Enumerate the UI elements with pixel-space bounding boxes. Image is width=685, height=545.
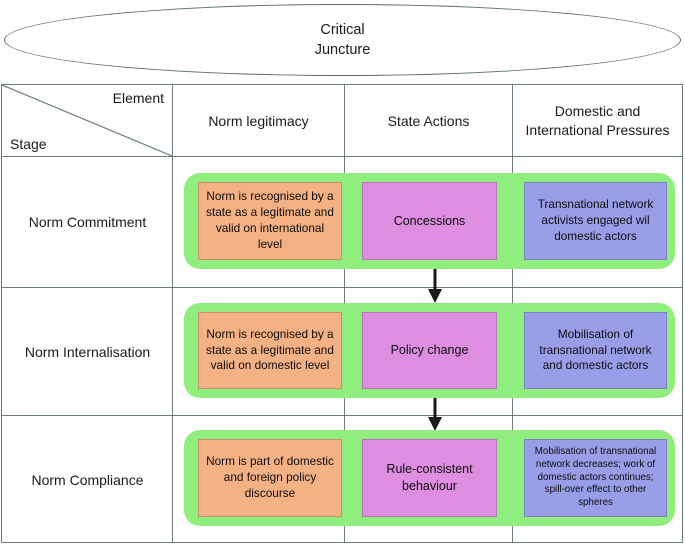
cell-norm-commitment-action: Concessions xyxy=(362,182,497,260)
cell-norm-compliance-legitimacy: Norm is part of domestic and foreign pol… xyxy=(198,439,342,517)
ellipse-label-line1: Critical xyxy=(320,22,365,38)
flow-arrow-commitment-to-internalisation xyxy=(428,269,442,303)
stage-label-norm-compliance: Norm Compliance xyxy=(31,471,144,488)
corner-diagonal-line xyxy=(2,85,173,157)
column-header-domestic-international-pressures: Domestic and International Pressures xyxy=(513,85,682,157)
band-norm-commitment: Norm is recognised by a state as a legit… xyxy=(184,173,675,269)
matrix-corner-cell: Element Stage xyxy=(2,85,173,157)
flow-arrow-internalisation-to-compliance xyxy=(428,398,442,431)
cell-norm-commitment-pressure: Transnational network activists engaged … xyxy=(524,182,667,260)
cell-norm-internalisation-legitimacy: Norm is recognised by a state as a legit… xyxy=(198,312,342,389)
stage-label-norm-commitment: Norm Commitment xyxy=(28,214,147,230)
cell-norm-internalisation-action: Policy change xyxy=(362,312,497,389)
ellipse-label: Critical Juncture xyxy=(4,4,681,76)
ellipse-label-line2: Juncture xyxy=(314,42,371,58)
band-norm-internalisation: Norm is recognised by a state as a legit… xyxy=(184,303,675,398)
critical-juncture-ellipse: Critical Juncture xyxy=(4,4,681,76)
cell-norm-compliance-action: Rule-consistent behaviour xyxy=(362,439,497,517)
stage-element-matrix: Element Stage Norm legitimacy State Acti… xyxy=(1,84,683,543)
column-header-norm-legitimacy: Norm legitimacy xyxy=(208,112,309,129)
column-header-line2: International Pressures xyxy=(525,122,670,138)
stage-axis-label: Stage xyxy=(10,136,47,152)
header-divider xyxy=(2,156,682,158)
cell-norm-commitment-legitimacy: Norm is recognised by a state as a legit… xyxy=(198,182,342,260)
cell-norm-compliance-pressure: Mobilisation of transnational network de… xyxy=(524,439,667,517)
row-divider-2 xyxy=(2,415,682,417)
column-divider-1 xyxy=(172,85,174,542)
cell-norm-internalisation-pressure: Mobilisation of transnational network an… xyxy=(524,312,667,389)
row-divider-1 xyxy=(2,287,682,289)
element-axis-label: Element xyxy=(112,90,164,106)
ellipse-outline xyxy=(4,4,681,76)
column-header-line1: Domestic and xyxy=(554,103,641,120)
column-header-state-actions: State Actions xyxy=(387,112,470,129)
stage-label-norm-internalisation: Norm Internalisation xyxy=(24,343,151,360)
band-norm-compliance: Norm is part of domestic and foreign pol… xyxy=(184,430,675,526)
